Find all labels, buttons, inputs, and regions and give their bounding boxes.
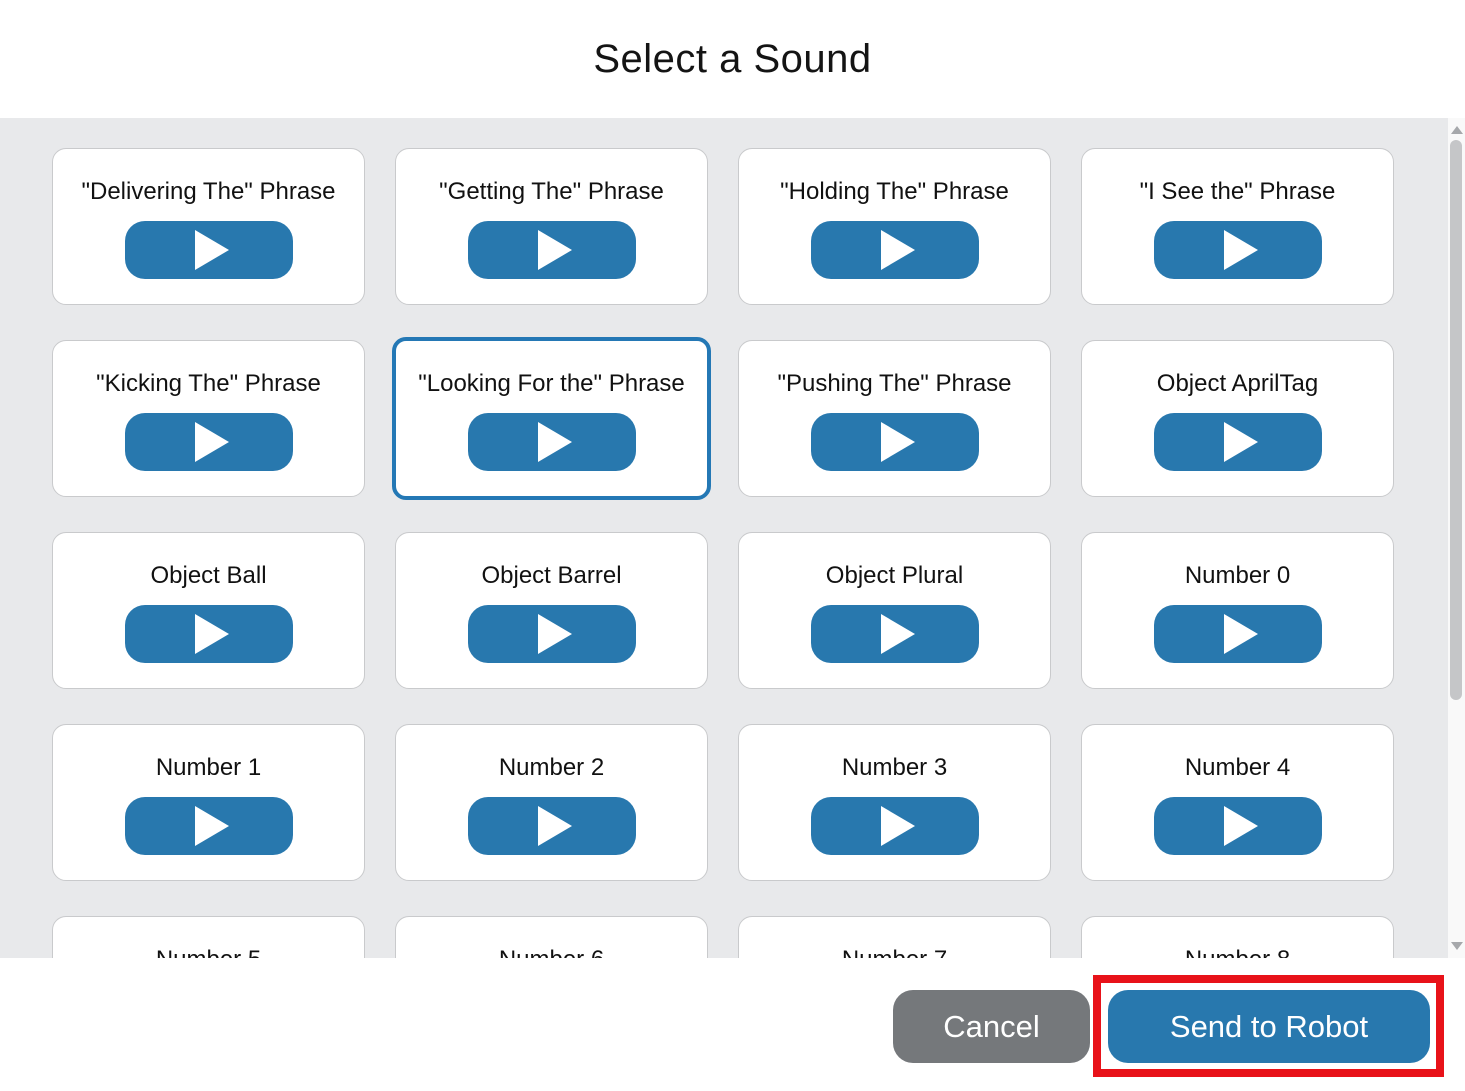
sound-card[interactable]: Number 1 bbox=[52, 724, 365, 881]
sound-card[interactable]: "Holding The" Phrase bbox=[738, 148, 1051, 305]
play-button[interactable] bbox=[810, 604, 979, 663]
sound-card-label: "I See the" Phrase bbox=[1139, 177, 1336, 205]
sound-card[interactable]: Object AprilTag bbox=[1081, 340, 1394, 497]
scrollbar[interactable] bbox=[1448, 118, 1465, 958]
play-button[interactable] bbox=[124, 412, 293, 471]
play-icon bbox=[537, 613, 572, 654]
play-icon bbox=[880, 805, 915, 846]
play-icon bbox=[537, 229, 572, 270]
play-icon bbox=[880, 613, 915, 654]
play-icon bbox=[194, 805, 229, 846]
sound-card-label: "Getting The" Phrase bbox=[439, 177, 664, 205]
scrollbar-up-arrow-icon[interactable] bbox=[1450, 126, 1463, 134]
sound-card[interactable]: "Getting The" Phrase bbox=[395, 148, 708, 305]
dialog-header: Select a Sound bbox=[0, 0, 1465, 118]
play-button[interactable] bbox=[1153, 796, 1322, 855]
play-icon bbox=[1223, 613, 1258, 654]
play-icon bbox=[1223, 421, 1258, 462]
sound-card-label: "Holding The" Phrase bbox=[780, 177, 1009, 205]
play-icon bbox=[880, 229, 915, 270]
sound-card-label: Number 0 bbox=[1184, 561, 1291, 589]
play-button[interactable] bbox=[1153, 220, 1322, 279]
sound-card-label: Number 4 bbox=[1184, 753, 1291, 781]
sound-card-label: Number 3 bbox=[841, 753, 948, 781]
sound-card[interactable]: Number 8 bbox=[1081, 916, 1394, 958]
sound-card[interactable]: Object Ball bbox=[52, 532, 365, 689]
play-icon bbox=[537, 421, 572, 462]
sound-card[interactable]: Number 2 bbox=[395, 724, 708, 881]
sound-card[interactable]: "Kicking The" Phrase bbox=[52, 340, 365, 497]
play-button[interactable] bbox=[467, 604, 636, 663]
sound-grid: "Delivering The" Phrase "Getting The" Ph… bbox=[0, 118, 1465, 958]
sound-card[interactable]: Number 6 bbox=[395, 916, 708, 958]
sound-card[interactable]: Number 5 bbox=[52, 916, 365, 958]
sound-card[interactable]: Object Plural bbox=[738, 532, 1051, 689]
dialog-footer: Cancel Send to Robot bbox=[0, 958, 1465, 1091]
sound-card[interactable]: Object Barrel bbox=[395, 532, 708, 689]
sound-card[interactable]: "I See the" Phrase bbox=[1081, 148, 1394, 305]
play-button[interactable] bbox=[1153, 412, 1322, 471]
sound-card[interactable]: Number 0 bbox=[1081, 532, 1394, 689]
sound-card-label: "Delivering The" Phrase bbox=[81, 177, 336, 205]
sound-card-label: Number 2 bbox=[498, 753, 605, 781]
annotation-highlight-box: Send to Robot bbox=[1093, 975, 1444, 1077]
play-button[interactable] bbox=[810, 220, 979, 279]
play-button[interactable] bbox=[1153, 604, 1322, 663]
play-button[interactable] bbox=[810, 412, 979, 471]
play-button[interactable] bbox=[467, 412, 636, 471]
play-button[interactable] bbox=[467, 220, 636, 279]
sound-card-label: "Kicking The" Phrase bbox=[96, 369, 321, 397]
play-icon bbox=[194, 421, 229, 462]
play-icon bbox=[1223, 805, 1258, 846]
play-button[interactable] bbox=[124, 796, 293, 855]
sound-card-label: Object Barrel bbox=[481, 561, 622, 589]
send-to-robot-button[interactable]: Send to Robot bbox=[1108, 990, 1430, 1063]
sound-card-label: Object Plural bbox=[825, 561, 964, 589]
sound-card-label: Number 6 bbox=[499, 943, 604, 959]
dialog-content: "Delivering The" Phrase "Getting The" Ph… bbox=[0, 118, 1465, 958]
sound-card[interactable]: "Delivering The" Phrase bbox=[52, 148, 365, 305]
sound-card[interactable]: Number 4 bbox=[1081, 724, 1394, 881]
play-icon bbox=[194, 229, 229, 270]
play-icon bbox=[880, 421, 915, 462]
sound-card-label: "Looking For the" Phrase bbox=[418, 369, 685, 397]
sound-card-label: Object AprilTag bbox=[1156, 369, 1319, 397]
cancel-button[interactable]: Cancel bbox=[893, 990, 1090, 1063]
play-icon bbox=[1223, 229, 1258, 270]
sound-card[interactable]: Number 7 bbox=[738, 916, 1051, 958]
sound-card-label: Number 8 bbox=[1185, 943, 1290, 959]
sound-card-label: "Pushing The" Phrase bbox=[777, 369, 1012, 397]
sound-card[interactable]: Number 3 bbox=[738, 724, 1051, 881]
play-button[interactable] bbox=[810, 796, 979, 855]
scrollbar-thumb[interactable] bbox=[1450, 140, 1462, 700]
scrollbar-down-arrow-icon[interactable] bbox=[1450, 942, 1463, 950]
dialog-title: Select a Sound bbox=[593, 36, 872, 81]
play-button[interactable] bbox=[467, 796, 636, 855]
sound-card[interactable]: "Pushing The" Phrase bbox=[738, 340, 1051, 497]
sound-card-label: Number 1 bbox=[155, 753, 262, 781]
sound-card-label: Object Ball bbox=[150, 561, 267, 589]
play-icon bbox=[537, 805, 572, 846]
play-button[interactable] bbox=[124, 604, 293, 663]
play-icon bbox=[194, 613, 229, 654]
sound-card[interactable]: "Looking For the" Phrase bbox=[392, 337, 711, 500]
play-button[interactable] bbox=[124, 220, 293, 279]
sound-card-label: Number 7 bbox=[842, 943, 947, 959]
sound-card-label: Number 5 bbox=[156, 943, 261, 959]
